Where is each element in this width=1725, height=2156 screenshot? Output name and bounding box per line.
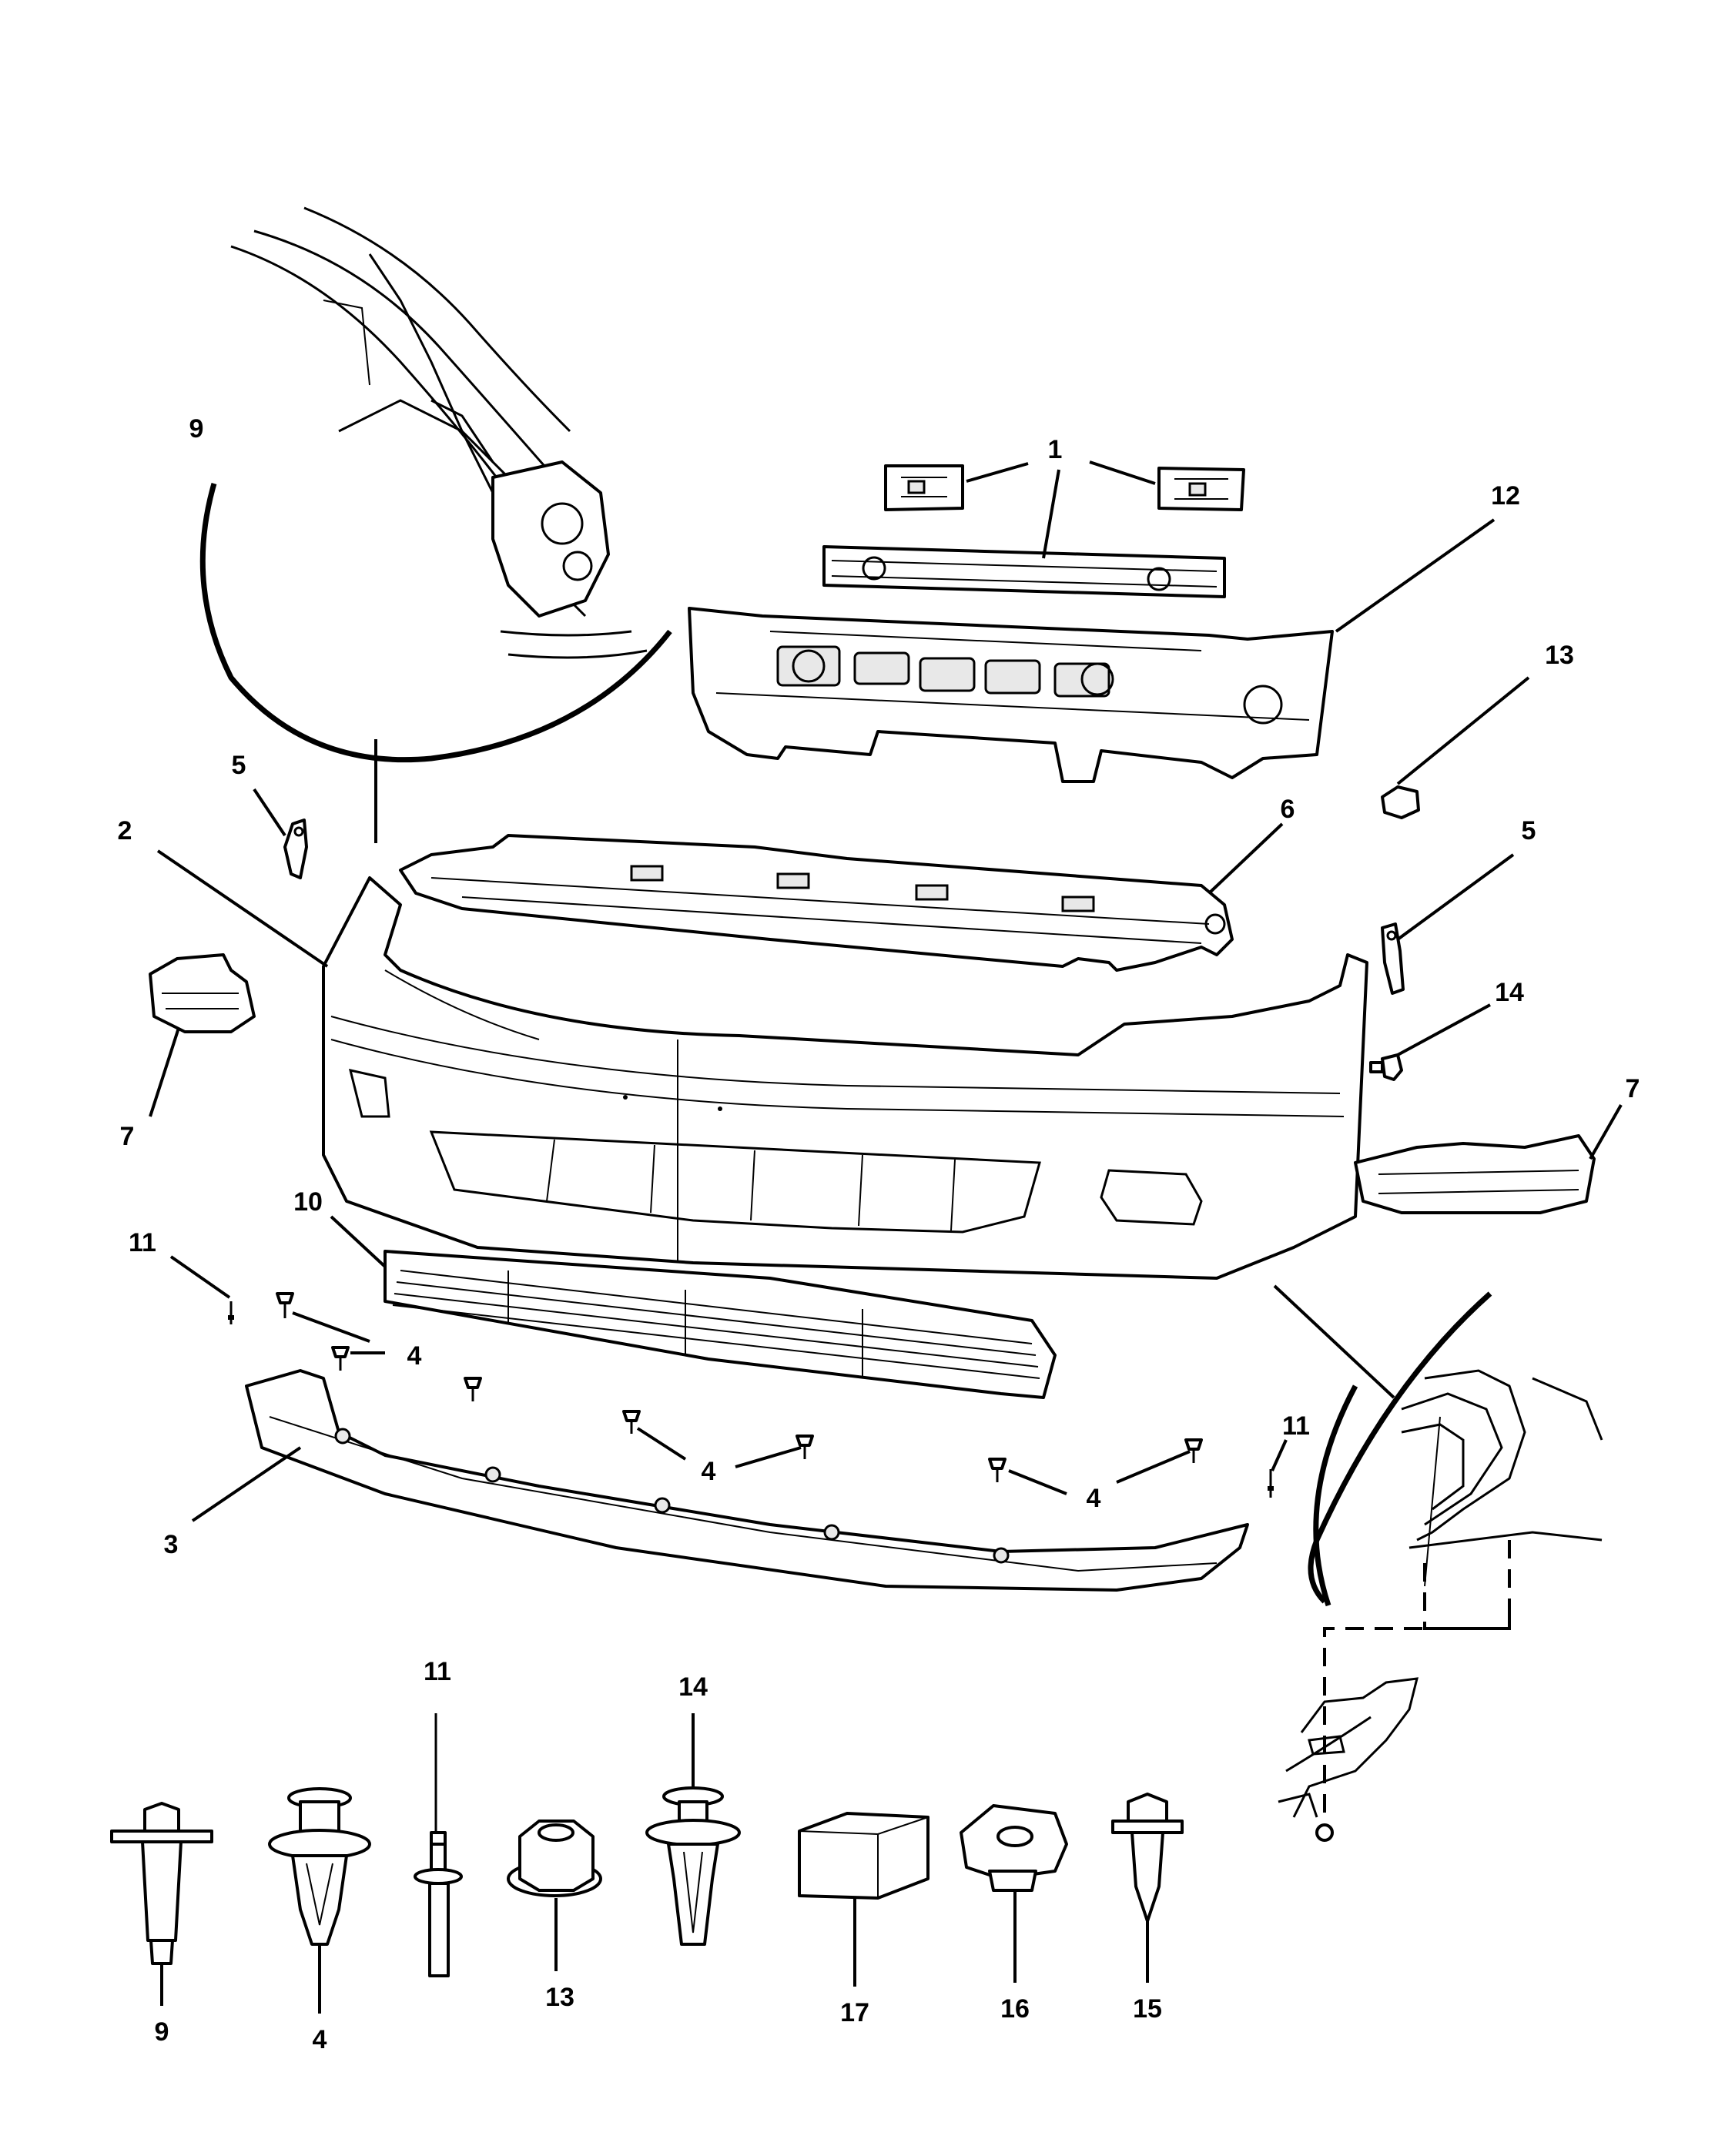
callout-13: 13 (1545, 641, 1574, 670)
part-12-energy-absorber (688, 607, 1334, 783)
legend-label-14: 14 (678, 1672, 708, 1702)
part-2-bumper-fascia (322, 876, 1368, 1280)
legend-label-13: 13 (545, 1983, 574, 2012)
part-6-upper-support (399, 834, 1234, 972)
part-14-pushpin-small (1369, 1053, 1403, 1081)
bumper-corner-detail (1278, 1677, 1419, 1842)
fastener-9-bolt (110, 1802, 213, 2006)
callout-7-right: 7 (1626, 1074, 1640, 1103)
fastener-14-pushpin (645, 1713, 741, 1946)
callout-11-right: 11 (1282, 1411, 1310, 1441)
part-5-clip-right (1381, 922, 1405, 995)
fastener-17-block (798, 1812, 929, 1987)
callout-7-left: 7 (120, 1122, 135, 1151)
part-7-bracket-right (1354, 1134, 1596, 1214)
callout-1: 1 (1048, 435, 1063, 464)
callout-2: 2 (118, 816, 132, 845)
fastener-15-screw (1111, 1793, 1184, 1983)
callout-9: 9 (189, 414, 204, 444)
callout-10: 10 (293, 1187, 323, 1217)
legend-label-9: 9 (155, 2017, 169, 2047)
part-13-nut-small (1381, 785, 1420, 819)
callout-4-right: 4 (1087, 1484, 1101, 1513)
callout-6: 6 (1281, 795, 1295, 824)
callout-14: 14 (1495, 978, 1524, 1007)
legend-label-17: 17 (840, 1998, 869, 2027)
legend-label-11: 11 (424, 1657, 451, 1686)
part-1-reinforcement (822, 464, 1245, 598)
part-10-lower-grille (384, 1250, 1057, 1399)
fog-lamp-detail-view (1401, 1369, 1603, 1587)
callout-11-left: 11 (129, 1228, 156, 1257)
fastener-11-rivet (414, 1713, 463, 1977)
callout-5-left: 5 (232, 751, 246, 780)
legend-label-4: 4 (313, 2025, 327, 2054)
callout-4-middle: 4 (702, 1457, 716, 1486)
legend-label-15: 15 (1133, 1994, 1162, 2024)
legend-label-16: 16 (1000, 1994, 1030, 2024)
part-5-clip-left (283, 819, 308, 879)
fastener-13-nut (507, 1820, 602, 1971)
callout-5-right: 5 (1522, 816, 1536, 845)
fastener-16-clipnut (960, 1804, 1068, 1983)
detail-view-boundary-right (1308, 1291, 1492, 1604)
part-3-air-dam (245, 1369, 1249, 1592)
callout-4-left: 4 (407, 1341, 422, 1371)
fastener-4-pushpin (268, 1787, 371, 2014)
part-11-rivets-small (228, 1301, 1274, 1498)
callout-12: 12 (1491, 481, 1520, 511)
detail-view-boundary-left (199, 483, 672, 763)
part-7-bracket-left (149, 953, 256, 1033)
fender-detail-view (230, 206, 648, 659)
part-4-pushpins-small (276, 1292, 1203, 1482)
callout-3: 3 (164, 1530, 179, 1559)
